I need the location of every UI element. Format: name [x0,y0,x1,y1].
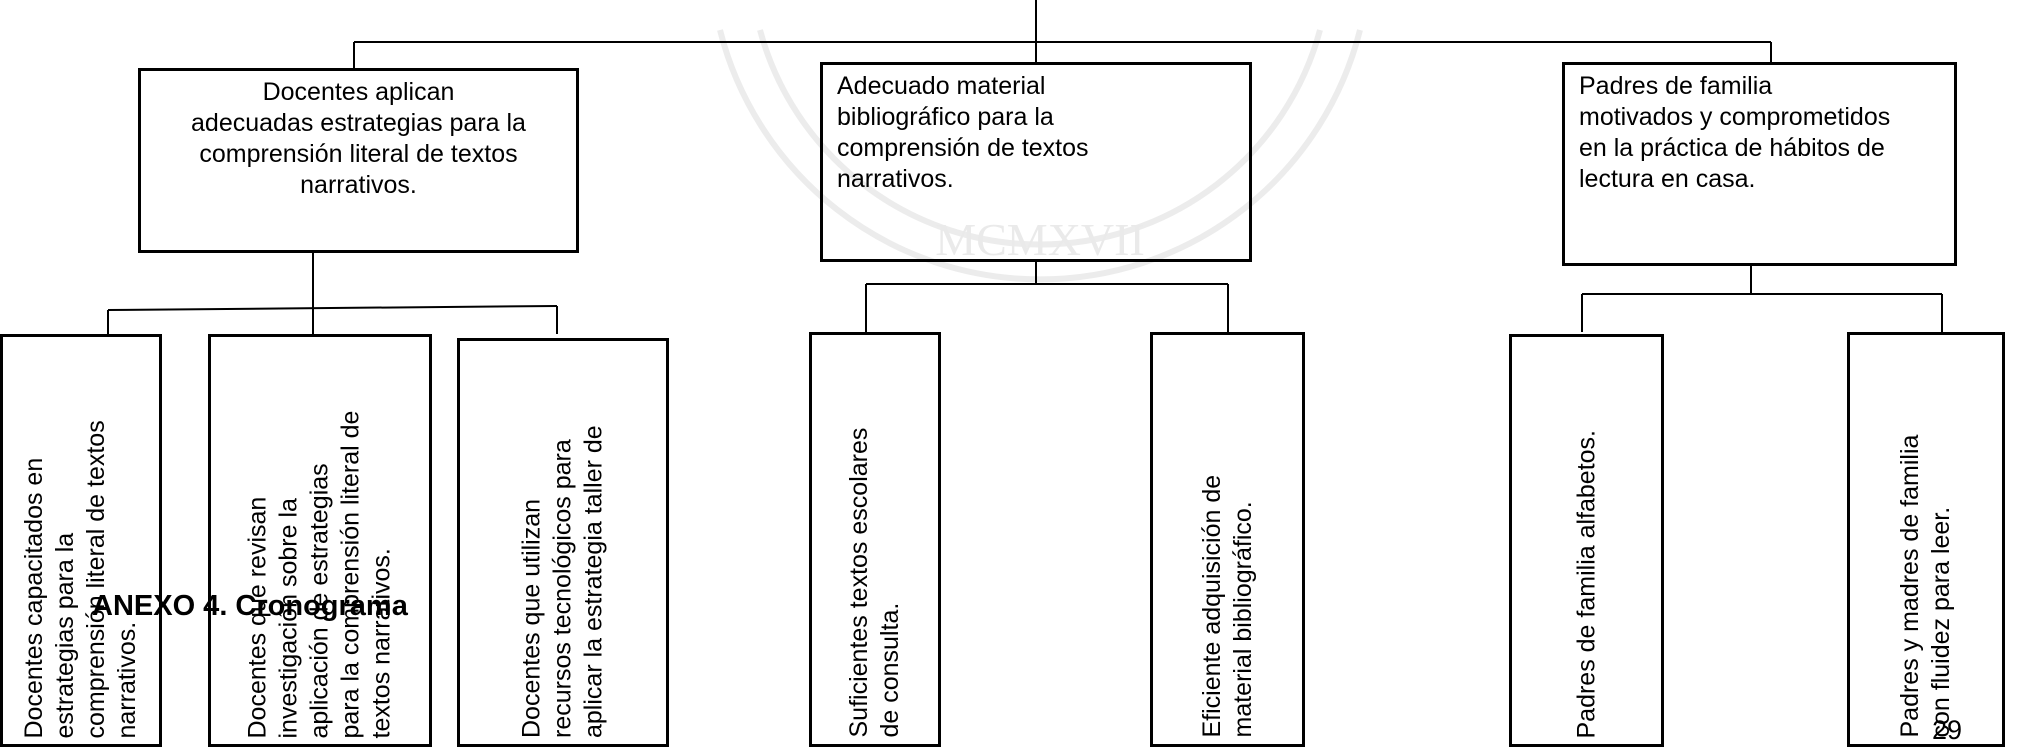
means-text: Docentes que revisan investigación sobre… [243,410,396,738]
page-number: 29 [1932,715,1963,745]
means-text: Eficiente adquisición de material biblio… [1197,474,1257,737]
means-text: Suficientes textos escolares de consulta… [845,427,904,737]
watermark-text: MCMXVII [935,214,1145,265]
means-text: Padres y madres de familia con fluidez p… [1896,434,1955,737]
means-box-textos-escolares: Suficientes textos escolares de consulta… [809,332,941,747]
means-box-padres-alfabetos: Padres de familia alfabetos. [1509,334,1664,747]
means-text: Docentes capacitados en estrategias para… [20,419,141,738]
means-box-adquisicion: Eficiente adquisición de material biblio… [1150,332,1305,747]
annex-title: ANEXO 4. Cronograma [92,590,408,622]
means-text: Padres de familia alfabetos. [1572,429,1600,738]
means-box-padres-fluidez: Padres y madres de familia con fluidez p… [1847,332,2005,747]
objective-text: Padres de familia motivados y comprometi… [1579,72,1891,193]
means-box-docentes-capacitados: Docentes capacitados en estrategias para… [0,334,162,747]
means-box-docentes-utilizan: Docentes que utilizan recursos tecnológi… [457,338,669,747]
means-text: Docentes que utilizan recursos tecnológi… [517,424,608,738]
objective-text: Adecuado material bibliográfico para la … [837,72,1089,193]
objective-box-docentes: Docentes aplican adecuadas estrategias p… [138,68,579,253]
means-box-docentes-revisan: Docentes que revisan investigación sobre… [208,334,432,747]
objective-text: Docentes aplican adecuadas estrategias p… [191,78,526,199]
objective-box-material: Adecuado material bibliográfico para la … [820,62,1252,262]
objective-box-padres: Padres de familia motivados y comprometi… [1562,62,1957,266]
